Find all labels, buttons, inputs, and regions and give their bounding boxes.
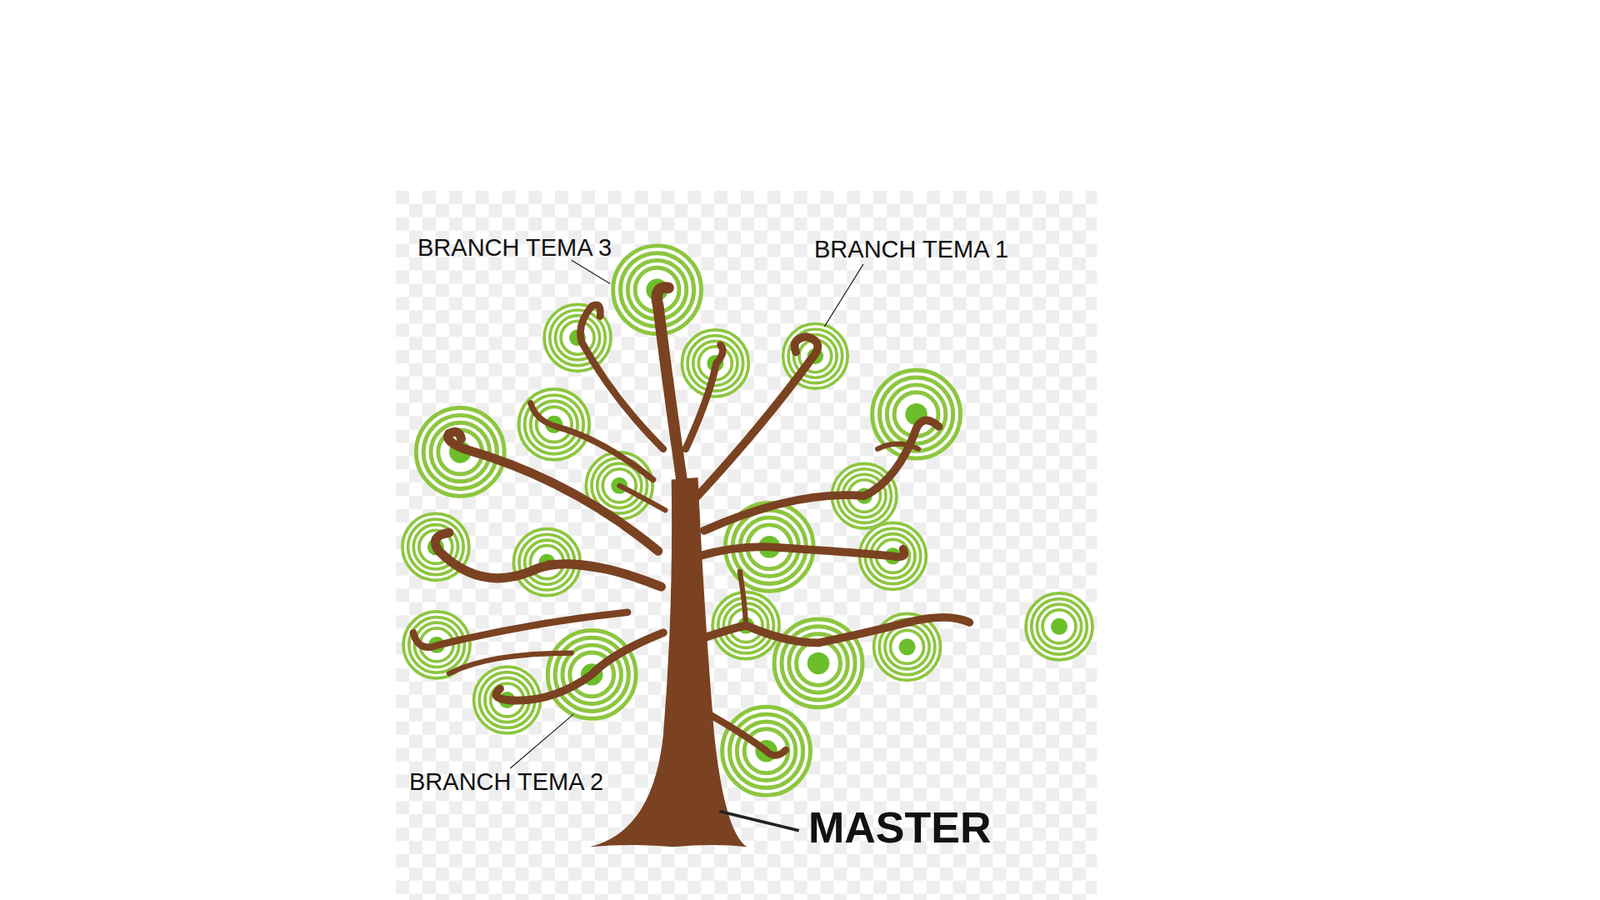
leader-lines: [510, 260, 864, 830]
master-label: MASTER: [808, 804, 992, 852]
leaf-circles: [400, 244, 1094, 798]
transparency-ground: [395, 190, 1097, 900]
branch-label: BRANCH TEMA 2: [409, 769, 604, 796]
branch-label: BRANCH TEMA 3: [417, 235, 612, 262]
branch-label: BRANCH TEMA 1: [814, 236, 1009, 264]
tree-trunk: [590, 477, 748, 847]
